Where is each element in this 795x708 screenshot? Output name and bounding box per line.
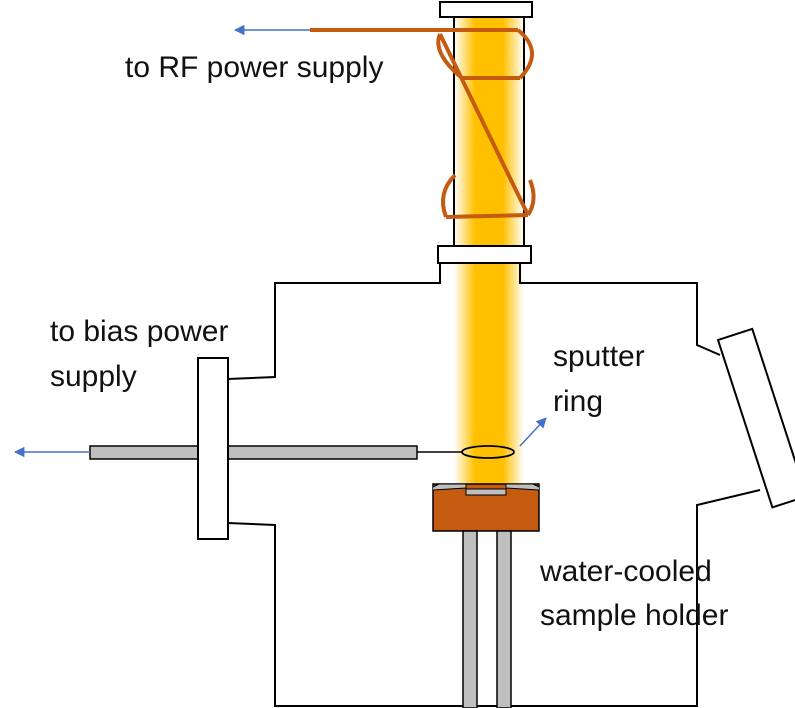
bias-feedthrough-rod	[89, 445, 418, 460]
sample-holder-label-line1: water-cooled	[540, 555, 712, 588]
cooling-pipe-right	[496, 530, 512, 708]
tube-top-flange	[439, 1, 533, 18]
rf-supply-label: to RF power supply	[125, 51, 384, 84]
sputter-ring-label-line1: sputter	[553, 340, 645, 373]
sample-clamp	[432, 483, 467, 491]
bias-port-flange	[197, 357, 229, 540]
tube-bottom-flange	[437, 245, 532, 264]
bias-supply-label-line1: to bias power	[50, 315, 229, 348]
sample-clamp-right	[505, 483, 540, 491]
sputter-ring-pointer	[519, 417, 547, 447]
vacuum-chamber-outline	[227, 262, 761, 707]
sputter-ring-label-line2: ring	[553, 385, 604, 418]
sample	[465, 488, 507, 496]
bias-supply-label-line2: supply	[50, 360, 137, 393]
sample-holder-label-line2: sample holder	[540, 599, 729, 632]
sputter-ring	[461, 445, 515, 459]
viewport-window	[716, 327, 795, 509]
cooling-pipe-left	[462, 530, 478, 708]
rf-coil	[310, 28, 536, 219]
